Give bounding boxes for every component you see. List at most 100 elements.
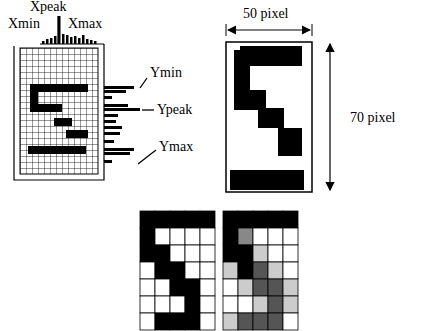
- histogram-bar: [104, 86, 134, 89]
- histogram-bar: [104, 120, 116, 123]
- grid-cell: [185, 211, 200, 228]
- frame: [14, 44, 104, 180]
- grid-cell: [223, 279, 238, 296]
- peak-line: [57, 16, 58, 44]
- histogram-bar: [90, 40, 93, 44]
- grid-cell: [140, 245, 155, 262]
- histogram-bar: [82, 35, 85, 44]
- grid-cell: [200, 313, 215, 330]
- histogram-bar: [104, 140, 114, 143]
- histogram-bar: [66, 35, 69, 44]
- axis-label: Xmax: [68, 17, 102, 31]
- grid-cell: [185, 245, 200, 262]
- grid-cell: [170, 245, 185, 262]
- histogram-bar: [74, 36, 77, 44]
- histogram-bar: [94, 41, 97, 44]
- binary-grid: [140, 211, 215, 330]
- grid-cell: [283, 245, 298, 262]
- axis-label: Ymin: [150, 66, 182, 80]
- histogram-bar: [54, 36, 57, 44]
- histogram-bar: [104, 126, 122, 129]
- histogram-bar: [104, 132, 120, 135]
- scaled-character: [226, 24, 330, 192]
- grid-cell: [223, 245, 238, 262]
- grid-cell: [283, 228, 298, 245]
- grid-cell: [170, 279, 185, 296]
- histogram-bar: [104, 160, 112, 163]
- grid-cell: [223, 211, 238, 228]
- grid-cell: [155, 279, 170, 296]
- histogram-bar: [104, 148, 134, 151]
- histogram-bar: [104, 90, 126, 93]
- histogram-bar: [104, 96, 112, 99]
- grid-cell: [200, 262, 215, 279]
- grid-cell: [268, 262, 283, 279]
- grid-cell: [200, 228, 215, 245]
- grid-cell: [268, 296, 283, 313]
- histogram-bar: [50, 38, 53, 44]
- axis-label: Ymax: [159, 140, 193, 154]
- grid-cell: [155, 245, 170, 262]
- grid-cell: [253, 245, 268, 262]
- grid-cell: [283, 262, 298, 279]
- grid-cell: [170, 211, 185, 228]
- dimension-label: 70 pixel: [350, 111, 396, 125]
- grid-cell: [140, 228, 155, 245]
- grid-cell: [170, 296, 185, 313]
- grid-cell: [268, 211, 283, 228]
- grid-cell: [185, 262, 200, 279]
- grid-cell: [238, 228, 253, 245]
- axis-label: Ypeak: [157, 103, 192, 117]
- histogram-bar: [86, 39, 89, 44]
- grid-cell: [283, 313, 298, 330]
- grid-cell: [170, 228, 185, 245]
- grid-cell: [200, 211, 215, 228]
- grid-cell: [155, 228, 170, 245]
- grid-cell: [223, 262, 238, 279]
- grid-cell: [140, 211, 155, 228]
- grid-cell: [200, 296, 215, 313]
- grid-cell: [253, 228, 268, 245]
- histogram-bar: [78, 38, 81, 44]
- histogram-bar: [104, 152, 130, 155]
- grid-cell: [268, 313, 283, 330]
- histogram-bar: [58, 16, 61, 44]
- grid-cell: [238, 296, 253, 313]
- grid-cell: [268, 245, 283, 262]
- grid-cell: [223, 313, 238, 330]
- grid-cell: [223, 228, 238, 245]
- x-histogram: [40, 16, 104, 44]
- grid-cell: [238, 262, 253, 279]
- histogram-bar: [104, 104, 128, 107]
- grid-cell: [223, 296, 238, 313]
- grid-cell: [140, 262, 155, 279]
- histogram-bar: [70, 37, 73, 44]
- grid-cell: [170, 313, 185, 330]
- grid-cell: [253, 296, 268, 313]
- gray-grid: [223, 211, 298, 330]
- grid-cell: [238, 211, 253, 228]
- grid-cell: [140, 313, 155, 330]
- grid-cell: [155, 313, 170, 330]
- grid-cell: [185, 296, 200, 313]
- grid-cell: [253, 279, 268, 296]
- histogram-bar: [104, 114, 118, 117]
- axis-label: Xpeak: [30, 0, 67, 14]
- grid-cell: [253, 313, 268, 330]
- histogram-bar: [42, 41, 45, 44]
- grid-cell: [185, 228, 200, 245]
- grid-cell: [253, 262, 268, 279]
- grid-cell: [238, 279, 253, 296]
- grid-cell: [140, 279, 155, 296]
- grid-cell: [283, 279, 298, 296]
- pixel-grid: [20, 48, 98, 174]
- grid-cell: [200, 245, 215, 262]
- histogram-bar: [104, 108, 140, 111]
- axis-label: Xmin: [8, 17, 40, 31]
- grid-cell: [238, 313, 253, 330]
- leader-lines: [138, 78, 156, 164]
- grid-cell: [155, 296, 170, 313]
- grid-cell: [283, 296, 298, 313]
- grid-cell: [268, 228, 283, 245]
- y-histogram: [104, 86, 140, 163]
